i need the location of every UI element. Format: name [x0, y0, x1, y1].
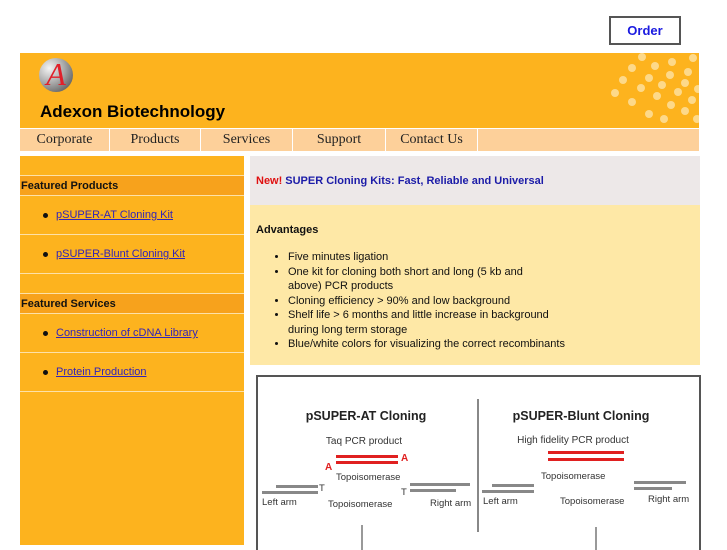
sidebar-item-protein-production: Protein Production — [20, 353, 244, 392]
banner-title: SUPER Cloning Kits: Fast, Reliable and U… — [285, 174, 544, 187]
adexon-logo-icon[interactable]: A — [39, 56, 73, 92]
news-banner: New! SUPER Cloning Kits: Fast, Reliable … — [250, 156, 700, 205]
order-button[interactable]: Order — [609, 16, 681, 45]
psuper-at-link[interactable]: pSUPER-AT Cloning Kit — [56, 209, 173, 221]
svg-text:T: T — [319, 483, 325, 494]
list-item: Blue/white colors for visualizing the co… — [288, 337, 694, 352]
svg-text:pSUPER-Blunt Cloning: pSUPER-Blunt Cloning — [513, 409, 650, 423]
bullet-icon — [43, 369, 48, 375]
svg-text:Topoisomerase: Topoisomerase — [560, 496, 624, 507]
svg-text:Topoisomerase: Topoisomerase — [541, 471, 605, 482]
advantages-heading: Advantages — [256, 224, 319, 236]
svg-text:T: T — [401, 487, 407, 498]
nav-filler — [478, 129, 699, 151]
list-item: Five minutes ligation — [288, 250, 694, 265]
svg-text:Taq PCR product: Taq PCR product — [326, 436, 402, 447]
svg-text:Left arm: Left arm — [262, 497, 297, 508]
bullet-icon — [43, 212, 48, 218]
sidebar-item-cdna-library: Construction of cDNA Library — [20, 314, 244, 353]
svg-text:Right arm: Right arm — [648, 494, 689, 505]
main-content: New! SUPER Cloning Kits: Fast, Reliable … — [250, 156, 700, 365]
protein-production-link[interactable]: Protein Production — [56, 366, 147, 378]
sidebar-spacer — [20, 274, 244, 294]
nav-support[interactable]: Support — [293, 129, 386, 151]
list-item: Shelf life > 6 months and little increas… — [288, 308, 553, 337]
nav-products[interactable]: Products — [110, 129, 201, 151]
sidebar-spacer — [20, 156, 244, 176]
cloning-diagram-figure: pSUPER-AT Cloning Taq PCR product A A To… — [262, 399, 689, 550]
nav-services[interactable]: Services — [201, 129, 293, 151]
nav-contact-us[interactable]: Contact Us — [386, 129, 478, 151]
list-item: Cloning efficiency > 90% and low backgro… — [288, 294, 694, 309]
sidebar: Featured Products pSUPER-AT Cloning Kit … — [20, 156, 244, 545]
svg-text:Left arm: Left arm — [483, 496, 518, 507]
list-item: One kit for cloning both short and long … — [288, 265, 553, 294]
svg-text:Topoisomerase: Topoisomerase — [336, 472, 400, 483]
bullet-icon — [43, 251, 48, 257]
nav-corporate[interactable]: Corporate — [20, 129, 110, 151]
svg-text:A: A — [401, 453, 408, 464]
svg-text:pSUPER-AT Cloning: pSUPER-AT Cloning — [306, 409, 427, 423]
site-header: A Adexon Biotechnology — [20, 53, 699, 128]
svg-text:A: A — [325, 462, 332, 473]
decorative-dots-icon — [611, 53, 699, 123]
sidebar-item-psuper-blunt: pSUPER-Blunt Cloning Kit — [20, 235, 244, 274]
new-badge: New! — [256, 174, 283, 187]
svg-text:Right arm: Right arm — [430, 498, 471, 509]
advantages-box: Advantages Five minutes ligation One kit… — [250, 205, 700, 365]
cloning-diagram: pSUPER-AT Cloning Taq PCR product A A To… — [256, 375, 701, 550]
featured-services-heading: Featured Services — [20, 294, 244, 314]
cdna-library-link[interactable]: Construction of cDNA Library — [56, 327, 198, 339]
advantages-list: Five minutes ligation One kit for clonin… — [256, 250, 694, 352]
brand-name: Adexon Biotechnology — [40, 102, 226, 121]
svg-text:Topoisomerase: Topoisomerase — [328, 499, 392, 510]
sidebar-item-psuper-at: pSUPER-AT Cloning Kit — [20, 196, 244, 235]
featured-products-heading: Featured Products — [20, 176, 244, 196]
svg-text:High fidelity PCR product: High fidelity PCR product — [517, 435, 629, 446]
bullet-icon — [43, 330, 48, 336]
psuper-blunt-link[interactable]: pSUPER-Blunt Cloning Kit — [56, 248, 186, 260]
main-nav: Corporate Products Services Support Cont… — [20, 129, 699, 151]
